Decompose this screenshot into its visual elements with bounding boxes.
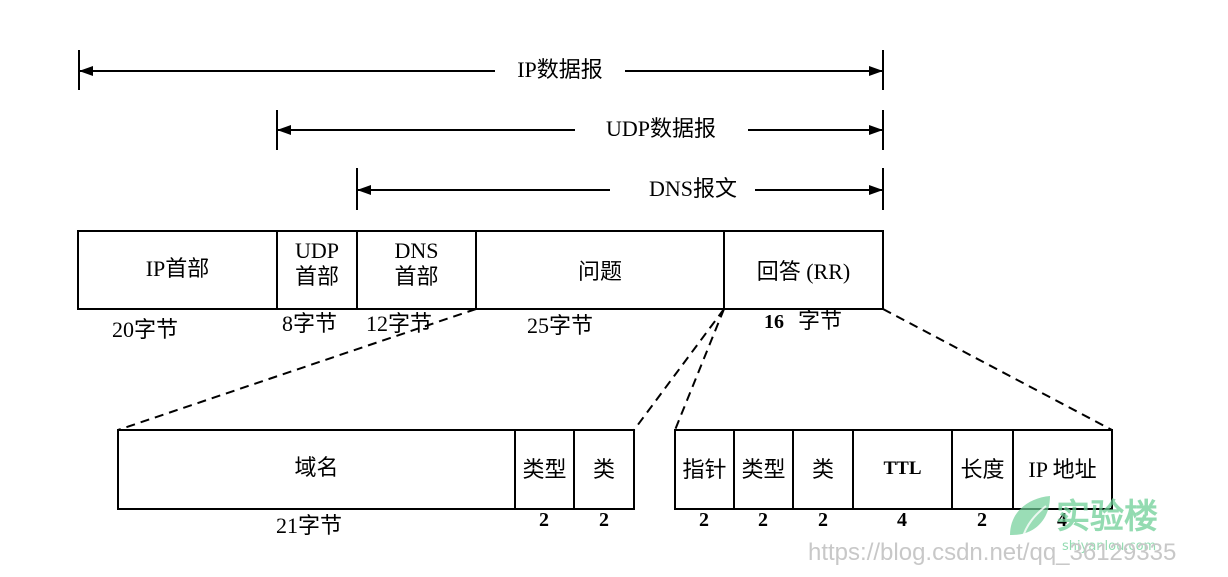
- packet-box: [77, 230, 884, 310]
- pointer-cell: 指针: [682, 457, 727, 482]
- size-pointer: 2: [699, 509, 709, 531]
- size-ttl: 4: [897, 509, 907, 531]
- question-type-cell: 类型: [522, 457, 567, 482]
- expansion-lines: [117, 308, 1113, 431]
- size-question-type: 2: [539, 509, 549, 531]
- udp-datagram-span: [276, 110, 884, 150]
- size-dns-header: 12字节: [366, 311, 433, 336]
- answer-class-cell: 类: [811, 457, 834, 482]
- dns-header-cell: DNS 首部: [357, 238, 476, 291]
- question-cell: 问题: [577, 259, 622, 284]
- answer-cell: 回答 (RR): [756, 259, 851, 284]
- udp-datagram-label: UDP数据报: [605, 116, 717, 141]
- udp-header-line2: 首部: [294, 264, 339, 290]
- domain-name-cell: 域名: [294, 455, 339, 480]
- watermark-logo-text: 实验楼: [1056, 497, 1158, 537]
- size-udp-header: 8字节: [282, 311, 338, 336]
- dns-header-line2: 首部: [394, 264, 439, 290]
- size-domain-name: 21字节: [276, 513, 343, 538]
- udp-header-cell: UDP 首部: [277, 238, 357, 291]
- leaf-logo-icon: [1010, 496, 1050, 541]
- ip-address-cell: IP 地址: [1028, 457, 1097, 482]
- dns-message-label: DNS报文: [648, 176, 738, 201]
- size-question-class: 2: [599, 509, 609, 531]
- size-answer-type: 2: [758, 509, 768, 531]
- watermark-url: https://blog.csdn.net/qq_36129335: [808, 539, 1177, 566]
- size-ip-address: 4: [1057, 509, 1067, 531]
- question-class-cell: 类: [592, 457, 615, 482]
- size-answer-number: 16: [764, 311, 784, 333]
- dns-header-line1: DNS: [394, 238, 439, 263]
- watermark-logo-sub: shiyanlou.com: [1062, 539, 1157, 554]
- ip-datagram-label: IP数据报: [517, 57, 603, 82]
- ip-datagram-span: [78, 50, 884, 90]
- dns-message-span: [356, 168, 884, 210]
- answer-type-cell: 类型: [741, 457, 786, 482]
- ttl-cell: TTL: [883, 458, 922, 479]
- size-answer-unit: 字节: [798, 308, 843, 333]
- question-detail-box: [117, 429, 635, 510]
- size-question: 25字节: [527, 313, 594, 338]
- length-cell: 长度: [960, 457, 1005, 482]
- size-length: 2: [977, 509, 987, 531]
- size-answer-class: 2: [818, 509, 828, 531]
- answer-detail-box: [674, 429, 1113, 510]
- size-ip-header: 20字节: [112, 317, 179, 342]
- udp-header-line1: UDP: [294, 238, 339, 263]
- ip-header-cell: IP首部: [145, 256, 210, 281]
